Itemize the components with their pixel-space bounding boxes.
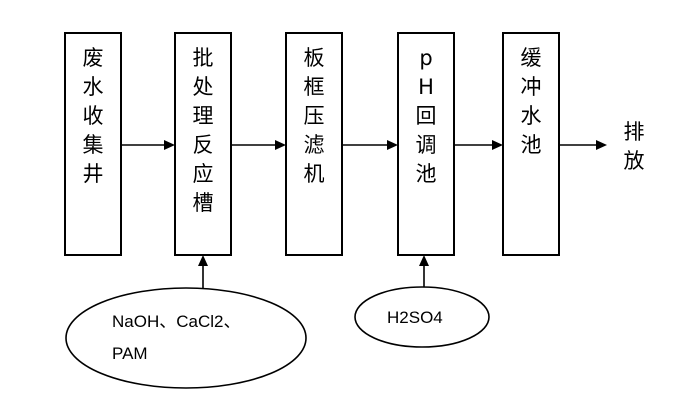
step-label-buffer-pool: 缓冲水池 [520, 46, 542, 157]
reagent-text-line2: PAM [112, 344, 148, 363]
arrow-reagent-acid [419, 255, 429, 287]
step-label-collection-well: 废水收集井 [82, 46, 104, 186]
arrow-discharge [559, 140, 607, 150]
collection-well-box [64, 32, 122, 256]
step-label-reaction-tank: 批处理反应槽 [192, 46, 214, 215]
buffer-pool-box [502, 32, 560, 256]
reagent-oval-acid [354, 286, 490, 348]
reagent-text-acid: H2SO4 [387, 308, 443, 327]
arrow-1 [121, 140, 175, 150]
step-label-filter-press: 板框压滤机 [303, 46, 325, 186]
arrow-3 [342, 140, 398, 150]
discharge-label: 排放 [623, 120, 645, 173]
arrow-2 [231, 140, 286, 150]
arrow-reagent-reaction [198, 255, 208, 288]
reagent-text-line1: NaOH、CaCl2、 [112, 312, 241, 331]
reagent-oval-reaction [65, 287, 307, 389]
ph-adjust-tank-box [397, 32, 455, 256]
reaction-tank-box [174, 32, 232, 256]
filter-press-box [285, 32, 343, 256]
step-label-ph-adjust: pH回调池 [415, 46, 437, 186]
arrow-4 [454, 140, 503, 150]
